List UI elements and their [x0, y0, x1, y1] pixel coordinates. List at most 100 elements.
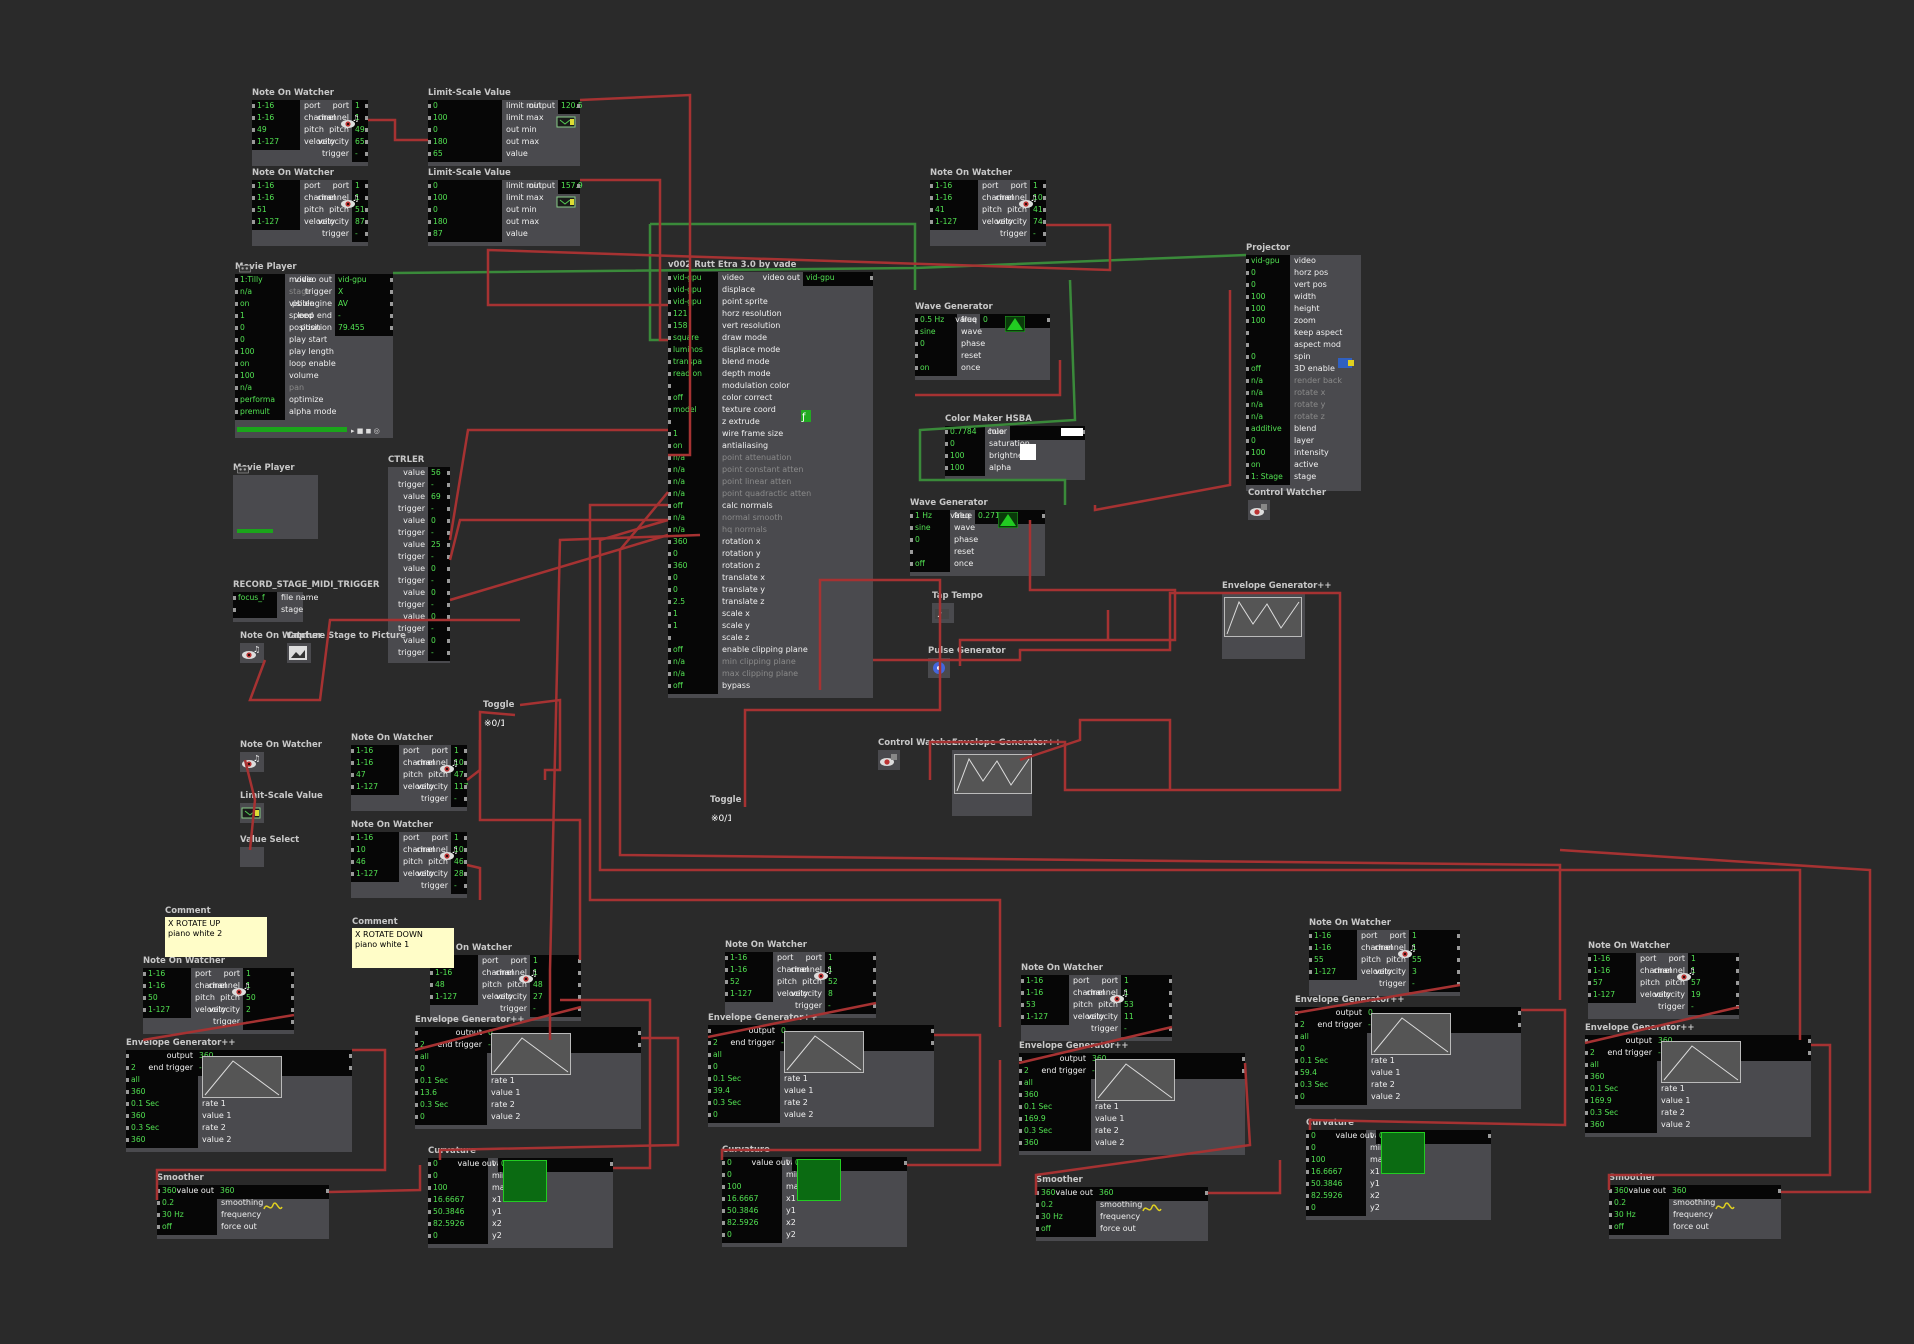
port-value[interactable]: 48 [435, 980, 445, 989]
patch-cord[interactable] [648, 224, 668, 342]
port-value[interactable]: 100 [1311, 1155, 1326, 1164]
actor-envelope-mini[interactable]: Envelope Generator++ [952, 738, 1062, 816]
port-value[interactable]: 2 [131, 1063, 136, 1072]
patch-cord[interactable] [368, 118, 428, 142]
port-value[interactable]: off [162, 1222, 172, 1231]
port-value[interactable]: additive [1251, 424, 1282, 433]
port-value[interactable]: 0.3 Sec [131, 1123, 160, 1132]
actor-envelope[interactable]: Envelope Generator++trigger2segmentsallt… [1295, 995, 1521, 1109]
port-value[interactable]: n/a [673, 489, 686, 498]
port-value[interactable]: all [1300, 1032, 1309, 1041]
port-value[interactable]: 1-16 [935, 181, 953, 190]
port-value[interactable]: 1-127 [935, 217, 958, 226]
patch-cord[interactable] [392, 253, 1247, 275]
port-value[interactable]: 0.3 Sec [420, 1100, 449, 1109]
port-value[interactable]: 0 [433, 125, 438, 134]
port-value[interactable]: 0 [920, 339, 925, 348]
patch-cord[interactable] [519, 698, 562, 780]
port-value[interactable]: 1 [673, 609, 678, 618]
port-value[interactable]: on [673, 441, 683, 450]
port-value[interactable]: 100 [1251, 292, 1266, 301]
port-value[interactable]: 1-16 [1593, 954, 1611, 963]
actor-envelope[interactable]: Envelope Generator++trigger2segmentsallt… [1019, 1041, 1245, 1155]
port-value[interactable]: 0 [727, 1158, 732, 1167]
port-value[interactable]: 100 [950, 451, 965, 460]
port-value[interactable]: on [1251, 460, 1261, 469]
port-value[interactable]: 52 [730, 977, 740, 986]
port-value[interactable]: 360 [1590, 1120, 1605, 1129]
port-value[interactable]: 180 [433, 137, 448, 146]
port-value[interactable]: off [673, 681, 683, 690]
port-value[interactable]: n/a [673, 669, 686, 678]
port-value[interactable]: off [673, 501, 683, 510]
port-value[interactable]: 39.4 [713, 1086, 730, 1095]
port-value[interactable]: 360 [673, 537, 688, 546]
patch-cord[interactable] [1208, 1160, 1282, 1195]
output-port[interactable]: trigger- [1000, 228, 1046, 240]
port-value[interactable]: all [1024, 1078, 1033, 1087]
port-value[interactable]: 1-16 [1314, 943, 1332, 952]
port-value[interactable]: 100 [727, 1182, 742, 1191]
port-value[interactable]: 0.1 Sec [1300, 1056, 1329, 1065]
output-port[interactable]: trigger- [398, 575, 450, 587]
port-value[interactable]: 360 [1024, 1138, 1039, 1147]
port-value[interactable]: 360 [131, 1087, 146, 1096]
input-port[interactable]: stage [233, 604, 303, 616]
patch-cord[interactable] [449, 533, 669, 602]
port-value[interactable]: 41 [935, 205, 945, 214]
port-value[interactable]: 0 [420, 1064, 425, 1073]
port-value[interactable]: 0 [915, 535, 920, 544]
port-value[interactable]: n/a [673, 453, 686, 462]
